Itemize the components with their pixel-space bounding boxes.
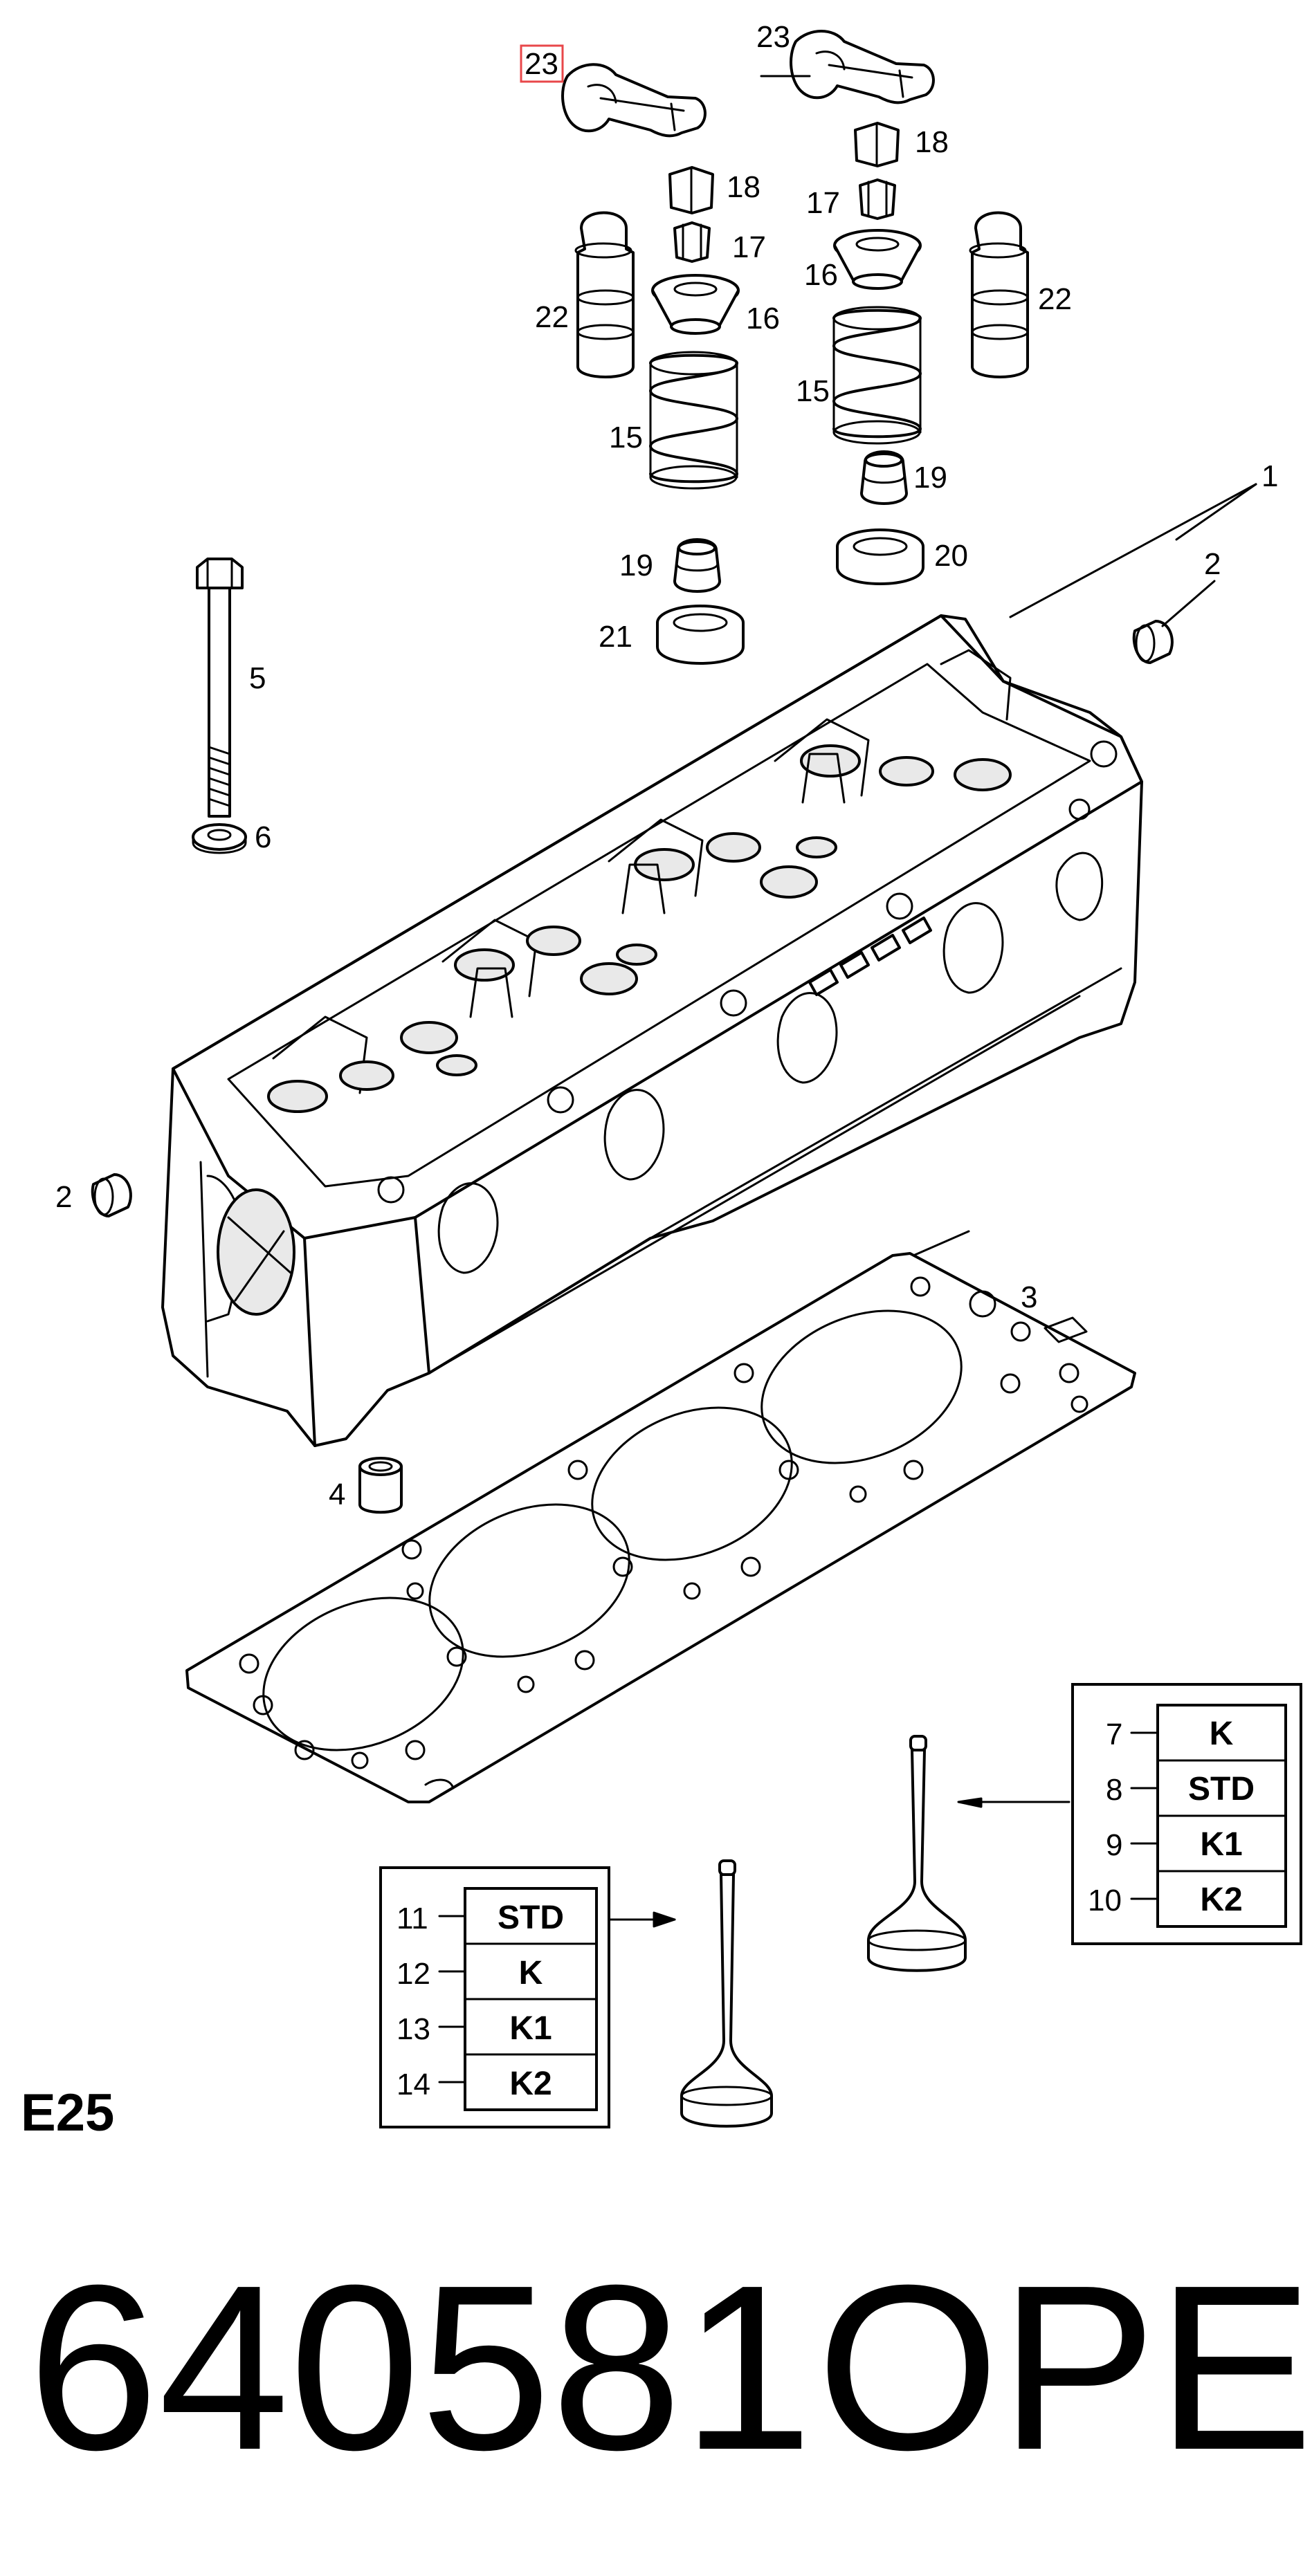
footer-part-number: 640581 [28,2236,813,2499]
spring-seat-20[interactable] [836,528,924,585]
section-code: E25 [21,2083,114,2142]
callout-3[interactable]: 3 [1021,1280,1037,1314]
callout-17-left[interactable]: 17 [732,230,766,264]
callout-16-right[interactable]: 16 [804,258,838,292]
valve-stem-seal-19-left[interactable] [673,538,721,593]
leader-lines [608,75,1257,1928]
footer-brand: OPEL [817,2236,1312,2499]
hydraulic-lifter-22-left[interactable] [574,211,635,378]
table-left-row-11-code[interactable]: STD [498,1899,564,1936]
dowel-sleeve-2-right[interactable] [1132,620,1174,664]
spring-retainer-16-left[interactable] [651,274,740,335]
table-left-row-14-num: 14 [397,2068,430,2101]
valve-collet-17-left[interactable] [673,221,711,263]
callout-19-left[interactable]: 19 [619,549,653,582]
callout-2-right[interactable]: 2 [1204,547,1221,581]
table-left-row-12-code[interactable]: K [519,1955,543,1991]
callout-21[interactable]: 21 [599,620,632,654]
callout-22-right[interactable]: 22 [1038,282,1072,316]
table-right-row-8-num: 8 [1106,1773,1122,1807]
cylinder-head[interactable] [161,614,1143,1447]
spring-seat-21[interactable] [656,605,745,665]
valve-spring-15-left[interactable] [649,351,738,490]
table-left-row-12-num: 12 [397,1957,430,1991]
callout-4[interactable]: 4 [329,1478,345,1511]
table-right-row-9-code[interactable]: K1 [1200,1826,1242,1863]
callout-17-right[interactable]: 17 [806,186,840,220]
callout-19-right[interactable]: 19 [913,461,947,495]
callout-15-right[interactable]: 15 [796,374,830,408]
callout-6[interactable]: 6 [255,820,271,854]
exhaust-valve[interactable] [680,1859,773,2128]
intake-valve[interactable] [867,1735,967,1972]
valve-collet-17-right[interactable] [859,178,896,220]
washer-6[interactable] [192,823,247,854]
table-left-row-14-code[interactable]: K2 [509,2066,552,2102]
dowel-sleeve-4[interactable] [358,1457,403,1514]
table-right-row-9-num: 9 [1106,1828,1122,1862]
callout-1[interactable]: 1 [1261,459,1278,493]
valve-spring-15-right[interactable] [832,306,922,445]
callout-22-left[interactable]: 22 [535,300,569,334]
table-right-row-7-num: 7 [1106,1718,1122,1751]
callout-2-left[interactable]: 2 [55,1180,72,1214]
head-gasket-3[interactable] [185,1252,1136,1803]
callout-23-selected[interactable]: 23 [525,47,558,81]
dowel-sleeve-2-left[interactable] [91,1173,132,1217]
valve-keeper-18-right[interactable] [854,122,900,167]
callout-20[interactable]: 20 [934,539,968,573]
callout-15-left[interactable]: 15 [609,421,643,454]
valve-size-table-right: 7 8 9 10 K STD K1 K2 [1071,1683,1302,1945]
callout-16-left[interactable]: 16 [746,302,780,335]
table-right-row-8-code[interactable]: STD [1188,1771,1255,1807]
valve-stem-seal-19-right[interactable] [860,450,908,505]
valve-size-table-left: 11 12 13 14 STD K K1 K2 [379,1866,610,2128]
rocker-arm-left[interactable] [561,63,707,138]
callout-18-left[interactable]: 18 [727,170,760,204]
selected-callout-highlight [520,44,564,83]
callout-18-right[interactable]: 18 [915,125,949,159]
table-left-row-13-code[interactable]: K1 [509,2010,552,2047]
table-right-row-10-num: 10 [1088,1884,1122,1917]
hydraulic-lifter-22-right[interactable] [969,211,1029,378]
callout-labels: 23 23 18 18 17 17 16 16 22 22 15 15 19 1… [55,20,1278,1511]
valve-keeper-18-left[interactable] [668,166,714,214]
table-left-row-13-num: 13 [397,2012,430,2046]
rocker-arm-right[interactable] [790,30,935,104]
callout-5[interactable]: 5 [249,661,266,695]
table-right-row-10-code[interactable]: K2 [1200,1882,1242,1918]
cylinder-head-bolt-5[interactable] [196,558,244,818]
callout-23[interactable]: 23 [756,20,790,54]
table-right-row-7-code[interactable]: K [1210,1715,1234,1752]
spring-retainer-16-right[interactable] [833,229,922,290]
table-left-row-11-num: 11 [397,1902,428,1935]
